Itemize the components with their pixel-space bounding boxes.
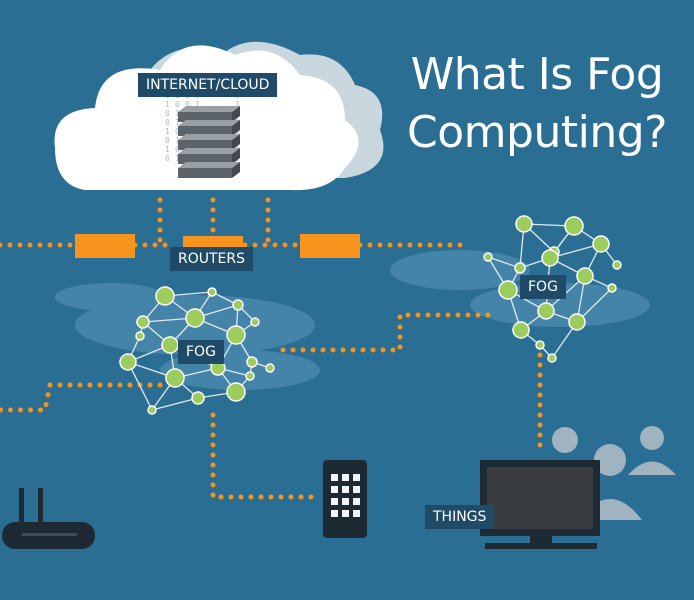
server-rack-icon xyxy=(178,106,240,178)
network-node xyxy=(135,331,145,341)
fog-left-label: FOG xyxy=(178,340,224,364)
network-node xyxy=(232,299,244,311)
binary-digit: 0 xyxy=(165,109,170,118)
network-node xyxy=(119,353,137,371)
binary-digit: 1 xyxy=(175,154,180,163)
fog-network-left xyxy=(119,286,275,415)
router-links xyxy=(75,234,360,258)
network-node xyxy=(226,325,246,345)
network-node xyxy=(136,315,150,329)
network-node xyxy=(535,340,545,350)
network-node xyxy=(547,353,557,363)
network-node xyxy=(541,249,559,267)
network-link xyxy=(151,397,199,411)
binary-digit: 0 xyxy=(165,118,170,127)
internet-cloud-label: INTERNET/CLOUD xyxy=(138,73,278,97)
network-node xyxy=(161,336,179,354)
fog-network-right xyxy=(483,215,622,363)
phone-key xyxy=(331,486,338,493)
network-node xyxy=(165,368,185,388)
binary-digit: 1 xyxy=(235,100,240,109)
network-node xyxy=(226,382,246,402)
routers-label: ROUTERS xyxy=(170,247,254,271)
server-unit-top xyxy=(178,162,240,168)
network-node xyxy=(592,235,610,253)
phone-key xyxy=(331,474,338,481)
network-node xyxy=(537,302,555,320)
binary-digit: 1 xyxy=(165,100,170,109)
network-link xyxy=(127,361,153,411)
server-unit-side xyxy=(232,162,240,178)
server-unit-side xyxy=(232,148,240,164)
monitor-icon xyxy=(480,460,600,549)
server-unit xyxy=(178,140,232,150)
network-node xyxy=(612,260,622,270)
server-unit-top xyxy=(178,148,240,154)
server-unit xyxy=(178,112,232,122)
network-node xyxy=(576,267,594,285)
connectors xyxy=(0,197,543,500)
binary-digit: 1 xyxy=(175,109,180,118)
things-label: THINGS xyxy=(425,505,495,529)
network-node xyxy=(245,371,255,381)
server-unit xyxy=(178,154,232,164)
network-node xyxy=(568,313,586,331)
router-icon xyxy=(2,488,95,549)
binary-digit: 1 xyxy=(195,100,200,109)
binary-digit: 0 xyxy=(175,127,180,136)
server-unit-top xyxy=(178,120,240,126)
phone-key xyxy=(353,486,360,493)
phone-key xyxy=(342,510,349,517)
network-node xyxy=(515,215,533,233)
server-unit xyxy=(178,168,232,178)
network-node xyxy=(564,216,584,236)
network-node xyxy=(147,405,157,415)
binary-digit: 0 xyxy=(185,100,190,109)
title-line-1: What Is Fog xyxy=(410,49,664,100)
network-node xyxy=(514,262,526,274)
phone-key xyxy=(331,498,338,505)
binary-digit: 1 xyxy=(165,127,170,136)
server-unit-top xyxy=(178,106,240,112)
server-unit-side xyxy=(232,134,240,150)
server-unit-top xyxy=(178,134,240,140)
network-node xyxy=(512,321,530,339)
binary-digit: 1 xyxy=(165,145,170,154)
network-node xyxy=(207,287,217,297)
binary-digit: 1 xyxy=(175,118,180,127)
phone-icon xyxy=(323,460,367,538)
network-node xyxy=(607,283,617,293)
phone-key xyxy=(342,498,349,505)
phone-key xyxy=(331,510,338,517)
network-node xyxy=(155,286,175,306)
page-title: What Is Fog Computing? xyxy=(392,46,682,162)
phone-key xyxy=(353,474,360,481)
network-node xyxy=(191,391,205,405)
binary-digit: 0 xyxy=(165,154,170,163)
phone-key xyxy=(342,474,349,481)
phone-key xyxy=(353,510,360,517)
server-unit-side xyxy=(232,106,240,122)
binary-digit: 0 xyxy=(175,145,180,154)
server-unit-side xyxy=(232,120,240,136)
network-node xyxy=(250,317,260,327)
title-line-2: Computing? xyxy=(407,107,667,158)
server-unit xyxy=(178,126,232,136)
network-node xyxy=(246,356,258,368)
network-link xyxy=(549,243,602,259)
binary-digit: 0 xyxy=(165,136,170,145)
binary-digit: 1 xyxy=(175,136,180,145)
fog-right-label: FOG xyxy=(520,275,566,299)
network-node xyxy=(483,252,493,262)
phone-key xyxy=(342,486,349,493)
phone-key xyxy=(353,498,360,505)
network-node xyxy=(185,308,205,328)
network-node xyxy=(498,280,518,300)
network-node xyxy=(265,363,275,373)
binary-digit: 0 xyxy=(175,100,180,109)
